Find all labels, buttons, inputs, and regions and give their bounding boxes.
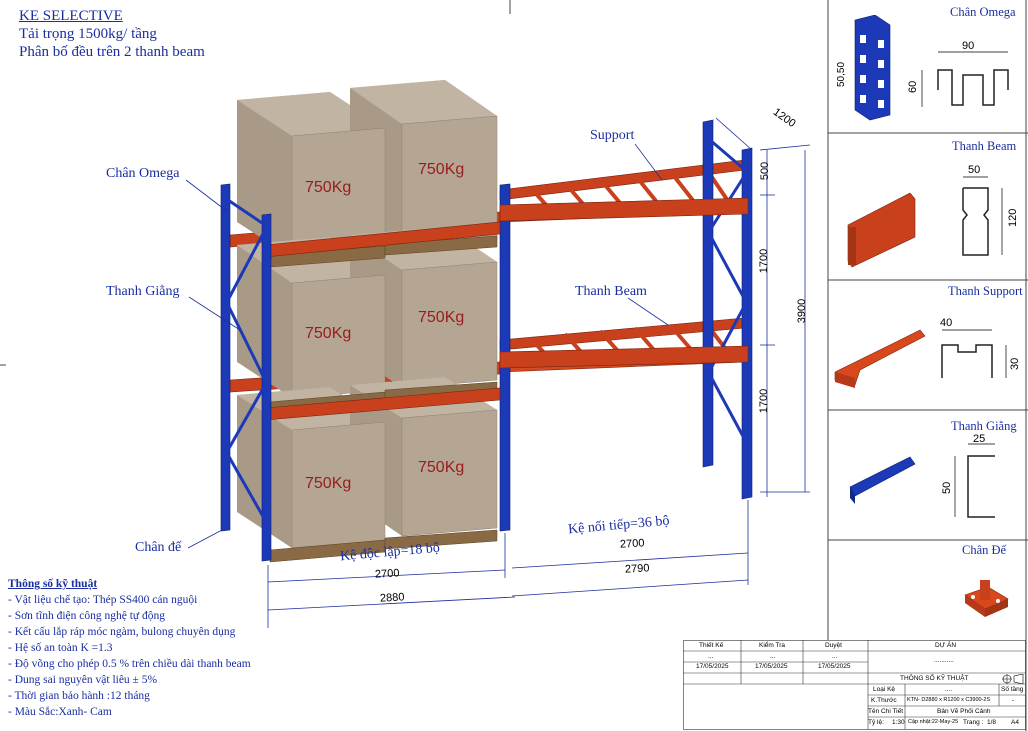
omega-width: 90 bbox=[962, 40, 974, 52]
dim-2790: 2790 bbox=[624, 562, 650, 576]
load-label: 750Kg bbox=[305, 179, 351, 196]
spec-item: - Dung sai nguyên vật liêu ± 5% bbox=[8, 674, 158, 686]
rack-illustration: 750Kg 750Kg 750Kg 750Kg 750Kg 750Kg bbox=[185, 80, 811, 628]
tb-du-an: DỰ ÁN bbox=[935, 642, 957, 649]
panel-chande-title: Chân Đế bbox=[962, 543, 1007, 557]
tb-date-check: 17/05/2025 bbox=[755, 663, 788, 670]
tb-trang-value: 1/8 bbox=[987, 719, 997, 726]
tb-dots: ... bbox=[708, 653, 714, 660]
tb-duyet: Duyệt bbox=[825, 642, 842, 649]
load-label: 750Kg bbox=[305, 325, 351, 342]
leader-lines bbox=[185, 143, 669, 549]
load-labels: 750Kg 750Kg 750Kg 750Kg 750Kg 750Kg bbox=[305, 161, 464, 492]
label-chan-omega: Chân Omega bbox=[106, 166, 180, 181]
spec-item: - Hệ số an toàn K =1.3 bbox=[8, 642, 113, 654]
tb-loai-ke: Loại Kệ bbox=[873, 686, 896, 693]
tb-cap-nhat: Cập nhật:22-May-25 bbox=[908, 719, 959, 725]
panel-support-drawing: 40 30 bbox=[834, 317, 1021, 388]
tb-du-an-value: ........... bbox=[934, 657, 954, 664]
spec-item: - Màu Sắc:Xanh- Cam bbox=[8, 706, 112, 718]
tb-thong-so: THÔNG SỐ KỸ THUẬT bbox=[900, 675, 969, 682]
support-width: 40 bbox=[940, 317, 952, 329]
tb-ty-le: Tỷ lệ: bbox=[868, 719, 884, 726]
tb-k-thuoc-value: KTN- D2880 x R1200 x C3900-2S bbox=[907, 697, 991, 703]
dimension-lines bbox=[267, 117, 811, 628]
spec-item: - Vật liệu chế tạo: Thép SS400 cán nguội bbox=[8, 594, 198, 606]
tb-dots: ... bbox=[832, 653, 838, 660]
projection-symbol-icon bbox=[1002, 674, 1024, 684]
label-support: Support bbox=[590, 128, 635, 143]
title-block-grid bbox=[683, 640, 1026, 730]
tb-loai-ke-value: .... bbox=[945, 686, 953, 693]
front-beams bbox=[264, 197, 749, 421]
panel-support-title: Thanh Support bbox=[948, 284, 1023, 298]
load-label: 750Kg bbox=[305, 475, 351, 492]
dim-500: 500 bbox=[759, 161, 772, 181]
tb-kiem-tra: Kiểm Tra bbox=[759, 642, 786, 649]
dim-2700-right: 2700 bbox=[619, 537, 645, 551]
spec-item: - Kết cấu lắp ráp móc ngàm, bulong chuyê… bbox=[8, 626, 236, 638]
panel-beam-drawing: 50 120 bbox=[847, 164, 1019, 268]
tb-date-design: 17/05/2025 bbox=[696, 663, 729, 670]
load-label: 750Kg bbox=[418, 161, 464, 178]
panel-giang-title: Thanh Giằng bbox=[951, 419, 1017, 433]
tb-ten-chi-tiet: Tên Chi Tiết bbox=[868, 708, 904, 715]
label-chan-de: Chân đế bbox=[135, 540, 182, 555]
tb-trang: Trang : bbox=[963, 719, 984, 726]
load-per-level: Tải trọng 1500kg/ tầng bbox=[19, 26, 157, 42]
rack-title: KE SELECTIVE bbox=[19, 8, 123, 24]
dim-2880: 2880 bbox=[379, 591, 405, 605]
panel-beam-title: Thanh Beam bbox=[952, 139, 1017, 153]
upright-left bbox=[220, 183, 272, 562]
panel-chande-drawing bbox=[964, 580, 1009, 617]
load-distribution: Phân bố đều trên 2 thanh beam bbox=[19, 44, 205, 60]
tb-ban-ve: Bản Vẽ Phối Cảnh bbox=[937, 708, 991, 715]
beam-height: 120 bbox=[1007, 209, 1019, 227]
giang-width: 25 bbox=[973, 433, 985, 445]
tb-so-tang-value: - bbox=[1012, 697, 1015, 704]
omega-side: 50,50 bbox=[836, 62, 847, 87]
load-label: 750Kg bbox=[418, 459, 464, 476]
spec-heading: Thông số kỹ thuật bbox=[8, 578, 98, 590]
upright-right bbox=[702, 119, 753, 500]
tb-dots: ... bbox=[770, 653, 776, 660]
load-label: 750Kg bbox=[418, 309, 464, 326]
giang-height: 50 bbox=[941, 482, 953, 494]
dim-1700-upper: 1700 bbox=[758, 248, 771, 274]
panel-giang-drawing: 25 50 bbox=[849, 433, 995, 518]
title-block-text: KE SELECTIVE Tải trọng 1500kg/ tầng Phân… bbox=[19, 7, 205, 61]
tb-so-tang: Số tầng bbox=[1001, 686, 1024, 693]
beam-width: 50 bbox=[968, 164, 980, 176]
support-height: 30 bbox=[1009, 358, 1021, 370]
spec-list: Thông số kỹ thuật - Vật liệu chế tạo: Th… bbox=[8, 576, 251, 720]
dim-1700-lower: 1700 bbox=[758, 388, 771, 414]
omega-height: 60 bbox=[907, 81, 919, 93]
tb-kho: A4 bbox=[1011, 719, 1019, 726]
tb-ty-le-value: 1:30 bbox=[892, 719, 905, 726]
spec-item: - Độ võng cho phép 0.5 % trên chiều dài … bbox=[8, 658, 251, 670]
panel-omega-title: Chân Omega bbox=[950, 5, 1016, 19]
label-thanh-giang: Thanh Giằng bbox=[106, 284, 180, 299]
spec-item: - Thời gian bảo hành :12 tháng bbox=[8, 690, 150, 702]
dim-2700-left: 2700 bbox=[374, 567, 400, 581]
panel-omega-drawing: 90 60 50,50 bbox=[836, 15, 1009, 121]
tb-k-thuoc: K.Thước bbox=[871, 697, 897, 704]
tb-thiet-ke: Thiết Kế bbox=[699, 642, 724, 649]
label-thanh-beam: Thanh Beam bbox=[575, 284, 647, 299]
spec-item: - Sơn tĩnh điện công nghệ tự động bbox=[8, 610, 166, 622]
tb-date-approve: 17/05/2025 bbox=[818, 663, 851, 670]
dim-3900: 3900 bbox=[796, 298, 809, 324]
